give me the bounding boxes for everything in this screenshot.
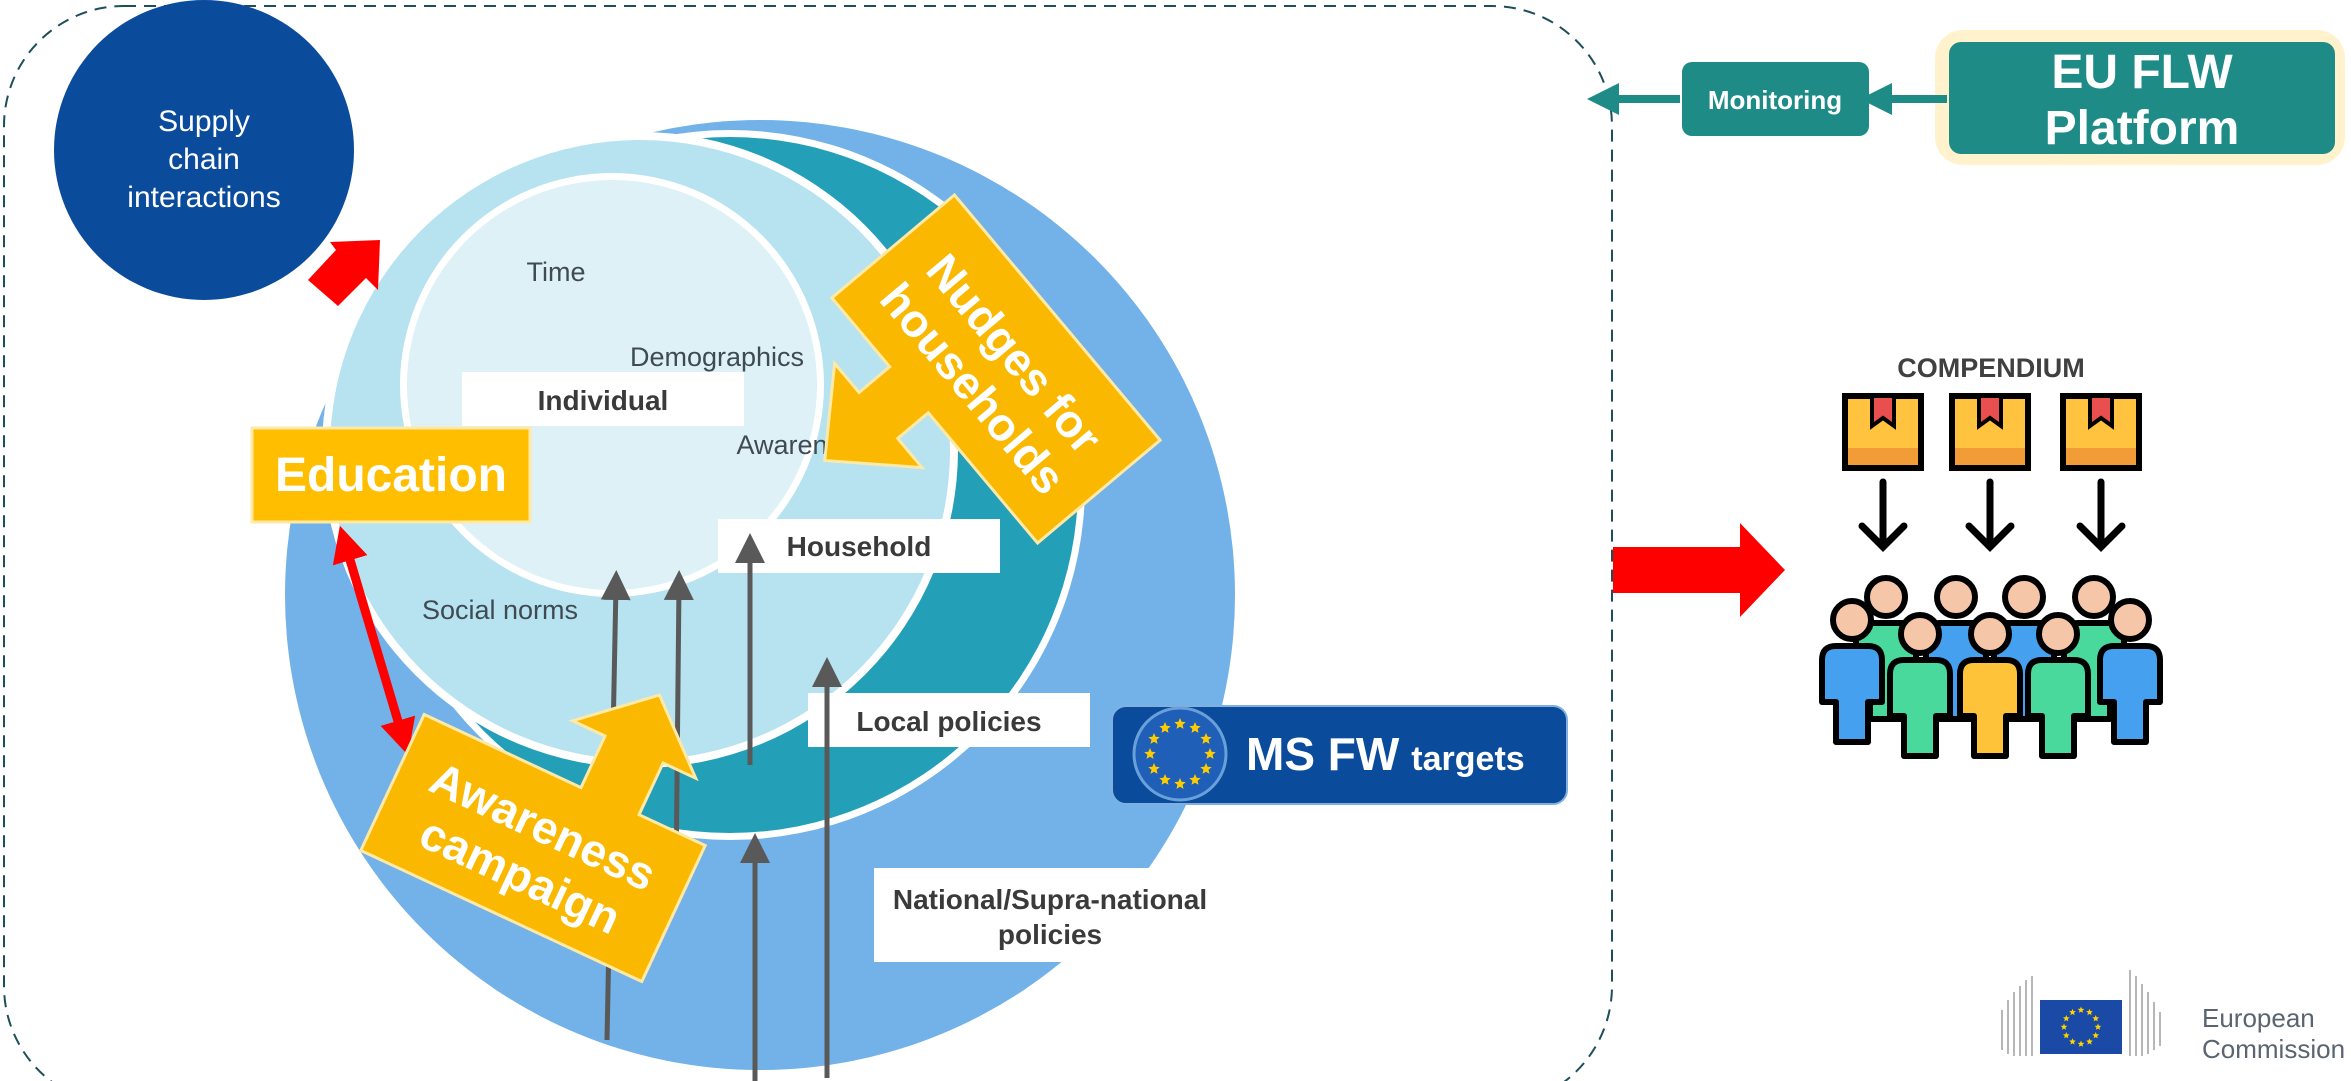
person-body xyxy=(1957,657,2023,759)
star-icon xyxy=(2060,1023,2068,1030)
compendium-label: COMPENDIUM xyxy=(1897,353,2085,383)
education-box xyxy=(250,426,532,524)
logo-line1: European xyxy=(2202,1003,2315,1033)
monitoring-box xyxy=(1682,62,1869,136)
star-icon xyxy=(2086,1008,2093,1016)
star-icon xyxy=(1189,774,1201,785)
star-icon xyxy=(1204,748,1216,759)
person-body xyxy=(2025,657,2091,759)
logo-building-lines xyxy=(2001,970,2161,1056)
supply-chain-line1: Supply xyxy=(158,105,250,138)
person-head xyxy=(2036,612,2080,656)
star-icon xyxy=(1200,763,1212,774)
household-label-box xyxy=(718,519,1000,573)
star-icon xyxy=(2092,1032,2100,1039)
individual-label-box xyxy=(462,372,744,426)
package-icon xyxy=(1949,393,2031,471)
star-icon xyxy=(2062,1015,2070,1022)
education-campaign-link-arrow xyxy=(332,525,416,756)
local-policies-label: Local policies xyxy=(856,706,1041,737)
ms-fw-targets-suffix: targets xyxy=(1411,740,1524,778)
star-icon xyxy=(2062,1032,2070,1039)
nudges-shape xyxy=(823,192,1163,546)
supply-chain-red-arrow xyxy=(308,240,380,306)
star-icon xyxy=(1159,774,1171,785)
star-icon xyxy=(1144,748,1156,759)
compendium-boxes xyxy=(1842,393,2142,471)
eu-flw-platform-box xyxy=(1949,42,2335,154)
arrow-down-icon xyxy=(1858,478,1908,552)
eu-stars-icon xyxy=(1144,718,1216,789)
factor-time: Time xyxy=(527,257,586,287)
star-icon xyxy=(2069,1038,2076,1045)
person-head xyxy=(1934,575,1978,619)
star-icon xyxy=(2069,1008,2076,1016)
star-icon xyxy=(2077,1040,2085,1047)
national-policies-label-line2: policies xyxy=(998,919,1102,950)
arrow-down-icon xyxy=(2076,478,2126,552)
platform-line2: Platform xyxy=(2045,102,2240,155)
platform-line1: EU FLW xyxy=(2051,46,2233,99)
supply-chain-line3: interactions xyxy=(127,181,280,214)
factor-demographics: Demographics xyxy=(630,342,804,372)
person-head xyxy=(2108,598,2152,642)
star-icon xyxy=(2092,1015,2100,1022)
star-icon xyxy=(1148,763,1160,774)
person-body xyxy=(1819,643,1885,745)
national-policies-label-line1: National/Supra-national xyxy=(893,884,1207,915)
arrow-down-icon xyxy=(1965,478,2015,552)
education-label: Education xyxy=(275,449,507,502)
star-icon xyxy=(1189,722,1201,733)
person-head xyxy=(1864,575,1908,619)
star-icon xyxy=(1174,778,1186,789)
ms-fw-targets-box xyxy=(1111,705,1568,805)
individual-label: Individual xyxy=(538,385,669,416)
person-head xyxy=(1968,612,2012,656)
person-head xyxy=(1830,598,1874,642)
logo-stars-icon xyxy=(2060,1006,2102,1047)
supply-chain-line2: chain xyxy=(168,143,240,176)
star-icon xyxy=(1200,733,1212,744)
national-policies-label-box xyxy=(874,868,1226,962)
household-label: Household xyxy=(787,531,932,562)
monitoring-label: Monitoring xyxy=(1708,85,1842,115)
local-policies-label-box xyxy=(808,693,1090,747)
eu-flag-icon xyxy=(1132,706,1228,802)
system-boundary-frame xyxy=(3,5,1613,1081)
star-icon xyxy=(1159,722,1171,733)
star-icon xyxy=(2094,1023,2102,1030)
star-icon xyxy=(1148,733,1160,744)
package-icon xyxy=(2060,393,2142,471)
package-icon xyxy=(1842,393,1924,471)
person-body xyxy=(1887,657,1953,759)
factor-social-norms: Social norms xyxy=(422,595,578,625)
awareness-campaign-shape xyxy=(358,693,708,984)
person-body xyxy=(2097,643,2163,745)
supply-chain-circle xyxy=(54,0,354,300)
compendium-down-arrows xyxy=(1858,478,2126,552)
person-head xyxy=(2072,575,2116,619)
person-head xyxy=(2002,575,2046,619)
european-commission-logo: European Commission xyxy=(2001,970,2345,1064)
output-red-arrow xyxy=(1613,523,1785,617)
logo-line2: Commission xyxy=(2202,1034,2345,1064)
star-icon xyxy=(1174,718,1186,729)
person-head xyxy=(1898,612,1942,656)
people-group-icon xyxy=(1819,575,2163,759)
star-icon xyxy=(2077,1006,2085,1013)
star-icon xyxy=(2086,1038,2093,1045)
